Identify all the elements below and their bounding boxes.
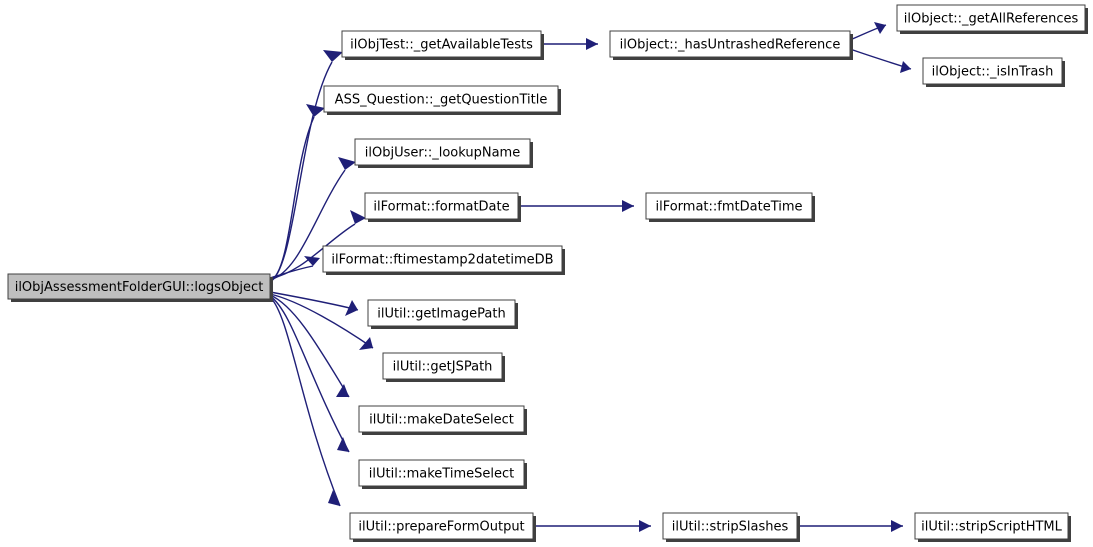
graph-node-root[interactable]: ilObjAssessmentFolderGUI::logsObject xyxy=(7,273,273,302)
edge-arrowhead-icon xyxy=(350,210,366,224)
edge-arrowhead-icon xyxy=(622,200,634,212)
node-box[interactable] xyxy=(322,245,563,273)
graph-node-formatDate[interactable]: ilFormat::formatDate xyxy=(364,192,521,222)
graph-node-fmtDateTime[interactable]: ilFormat::fmtDateTime xyxy=(645,192,815,222)
edge-line xyxy=(269,293,374,349)
node-box[interactable] xyxy=(7,273,271,300)
nodes-layer: ilObjAssessmentFolderGUI::logsObject ilOb… xyxy=(7,4,1088,542)
node-box[interactable] xyxy=(358,459,525,487)
graph-node-ftimestamp2datetimeDB[interactable]: ilFormat::ftimestamp2datetimeDB xyxy=(322,245,565,275)
node-label: ilFormat::fmtDateTime xyxy=(655,200,802,215)
graph-node-hasUntrashedReference[interactable]: ilObject::_hasUntrashedReference xyxy=(609,30,853,60)
node-box[interactable] xyxy=(341,30,542,58)
call-edge-root-to-formatDate xyxy=(269,210,366,280)
edge-arrowhead-icon xyxy=(306,104,325,117)
node-box[interactable] xyxy=(896,4,1086,32)
call-edge-getAvailableTests-to-hasUntrashedReference xyxy=(541,38,598,50)
edge-line xyxy=(269,223,356,280)
call-edge-root-to-makeDateSelect xyxy=(269,294,350,398)
node-label: ilObject::_getAllReferences xyxy=(904,12,1079,27)
edge-line xyxy=(269,295,350,453)
graph-node-lookupName[interactable]: ilObjUser::_lookupName xyxy=(354,138,533,168)
node-box[interactable] xyxy=(358,405,525,433)
edge-arrowhead-icon xyxy=(338,157,356,170)
edge-line xyxy=(269,296,341,507)
node-box[interactable] xyxy=(382,352,503,380)
node-label: ilUtil::stripSlashes xyxy=(672,520,789,535)
node-label: ilFormat::formatDate xyxy=(373,200,509,215)
graph-node-stripSlashes[interactable]: ilUtil::stripSlashes xyxy=(662,512,800,542)
edge-arrowhead-icon xyxy=(345,300,358,316)
node-label: ilUtil::getJSPath xyxy=(393,360,493,375)
edge-line xyxy=(269,291,359,311)
edge-line xyxy=(269,265,314,279)
call-edge-root-to-getJSPath xyxy=(269,293,374,350)
edge-arrowhead-icon xyxy=(336,384,349,397)
call-edge-root-to-ftimestamp2datetimeDB xyxy=(269,256,320,279)
call-edge-root-to-getImagePath xyxy=(269,291,359,316)
graph-node-makeTimeSelect[interactable]: ilUtil::makeTimeSelect xyxy=(358,459,527,489)
node-label: ilObjAssessmentFolderGUI::logsObject xyxy=(15,280,264,295)
call-edge-root-to-prepareFormOutput xyxy=(269,296,341,507)
call-edge-root-to-getQuestionTitle xyxy=(269,104,325,282)
node-label: ilUtil::getImagePath xyxy=(377,307,505,322)
node-label: ilObject::_isInTrash xyxy=(932,65,1054,80)
call-edge-hasUntrashedReference-to-isInTrash xyxy=(849,48,912,73)
edge-arrowhead-icon xyxy=(328,490,340,506)
node-label: ilObjTest::_getAvailableTests xyxy=(350,38,533,53)
graph-node-makeDateSelect[interactable]: ilUtil::makeDateSelect xyxy=(358,405,527,435)
node-label: ilUtil::stripScriptHTML xyxy=(921,520,1063,535)
node-box[interactable] xyxy=(354,138,531,166)
node-box[interactable] xyxy=(364,192,519,220)
node-label: ASS_Question::_getQuestionTitle xyxy=(335,93,548,108)
edge-arrowhead-icon xyxy=(337,437,349,452)
graph-node-prepareFormOutput[interactable]: ilUtil::prepareFormOutput xyxy=(349,512,536,542)
graph-node-stripScriptHTML[interactable]: ilUtil::stripScriptHTML xyxy=(914,512,1071,542)
node-label: ilObject::_hasUntrashedReference xyxy=(620,38,841,53)
node-box[interactable] xyxy=(609,30,851,58)
edge-arrowhead-icon xyxy=(586,38,598,50)
call-edge-hasUntrashedReference-to-getAllReferences xyxy=(849,22,887,41)
graph-node-isInTrash[interactable]: ilObject::_isInTrash xyxy=(922,57,1065,87)
node-label: ilUtil::makeTimeSelect xyxy=(369,467,514,482)
edge-line xyxy=(269,116,315,282)
node-box[interactable] xyxy=(367,299,516,327)
edge-arrowhead-icon xyxy=(874,22,886,34)
node-label: ilUtil::prepareFormOutput xyxy=(358,520,524,535)
graph-node-getJSPath[interactable]: ilUtil::getJSPath xyxy=(382,352,505,382)
edge-line xyxy=(269,294,350,398)
edge-arrowhead-icon xyxy=(639,520,651,532)
node-box[interactable] xyxy=(349,512,534,540)
edges-layer xyxy=(269,22,912,532)
edge-arrowhead-icon xyxy=(900,61,911,73)
node-box[interactable] xyxy=(323,85,559,113)
node-box[interactable] xyxy=(662,512,798,540)
graph-node-getAvailableTests[interactable]: ilObjTest::_getAvailableTests xyxy=(341,30,544,60)
call-edge-root-to-makeTimeSelect xyxy=(269,295,350,453)
call-edge-prepareFormOutput-to-stripSlashes xyxy=(533,520,651,532)
edge-arrowhead-icon xyxy=(891,520,903,532)
graph-node-getImagePath[interactable]: ilUtil::getImagePath xyxy=(367,299,518,329)
edge-arrowhead-icon xyxy=(359,337,373,350)
edge-arrowhead-icon xyxy=(323,50,343,62)
node-box[interactable] xyxy=(645,192,813,220)
node-box[interactable] xyxy=(914,512,1069,540)
node-label: ilObjUser::_lookupName xyxy=(365,146,520,161)
call-edge-stripSlashes-to-stripScriptHTML xyxy=(797,520,903,532)
edge-arrowhead-icon xyxy=(304,256,320,266)
node-box[interactable] xyxy=(922,57,1063,85)
graph-node-getQuestionTitle[interactable]: ASS_Question::_getQuestionTitle xyxy=(323,85,561,115)
node-label: ilFormat::ftimestamp2datetimeDB xyxy=(331,253,553,268)
node-label: ilUtil::makeDateSelect xyxy=(369,413,514,428)
call-edge-formatDate-to-fmtDateTime xyxy=(518,200,634,212)
graph-node-getAllReferences[interactable]: ilObject::_getAllReferences xyxy=(896,4,1088,34)
